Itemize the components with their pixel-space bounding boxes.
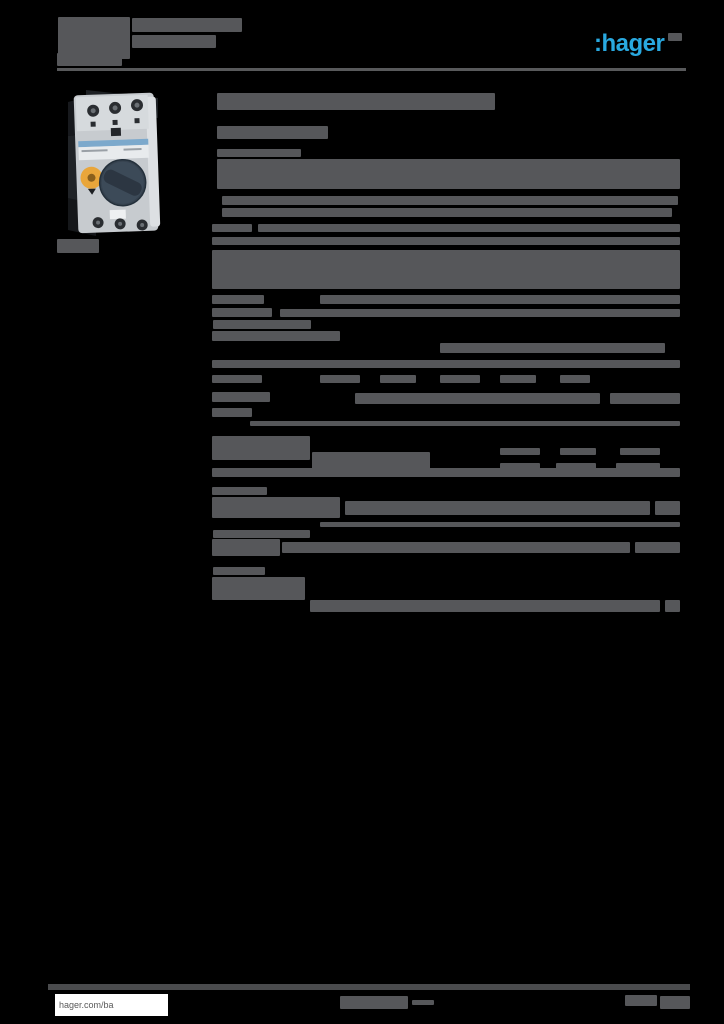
redacted-text-block bbox=[212, 436, 310, 460]
redacted-text-block bbox=[312, 452, 430, 472]
redacted-text-block bbox=[320, 375, 360, 383]
redacted-text-block bbox=[625, 995, 657, 1006]
redacted-text-block bbox=[217, 93, 495, 110]
redacted-text-block bbox=[212, 497, 340, 518]
redacted-text-block bbox=[665, 600, 680, 612]
redacted-text-block bbox=[57, 53, 122, 66]
redacted-text-block bbox=[57, 239, 99, 253]
redacted-text-block bbox=[412, 1000, 434, 1005]
redacted-text-block bbox=[320, 522, 680, 527]
redacted-text-block bbox=[440, 375, 480, 383]
footer-link-box: hager.com/ba bbox=[55, 994, 168, 1016]
redacted-text-block bbox=[132, 35, 216, 48]
redacted-text-block bbox=[213, 567, 265, 575]
redacted-text-block bbox=[212, 295, 264, 304]
product-photo bbox=[62, 88, 166, 238]
motor-protection-breaker-illustration bbox=[68, 90, 161, 236]
redacted-text-block bbox=[320, 295, 680, 304]
redacted-text-block bbox=[258, 224, 680, 232]
redacted-text-block bbox=[280, 309, 680, 317]
redacted-text-block bbox=[610, 393, 680, 404]
redacted-text-block bbox=[500, 448, 540, 455]
redacted-text-block bbox=[58, 17, 130, 59]
redacted-text-block bbox=[213, 530, 310, 538]
redacted-text-block bbox=[212, 375, 262, 383]
redacted-text-block bbox=[212, 360, 680, 368]
redacted-text-block bbox=[212, 308, 272, 317]
redacted-text-block bbox=[616, 463, 660, 470]
redacted-text-block bbox=[500, 463, 540, 470]
redacted-text-block bbox=[380, 375, 416, 383]
redacted-text-block bbox=[655, 501, 680, 515]
redacted-text-block bbox=[217, 149, 301, 157]
redacted-text-block bbox=[212, 408, 252, 417]
redacted-text-block bbox=[222, 208, 672, 217]
redacted-text-block bbox=[212, 392, 270, 402]
redacted-text-block bbox=[217, 159, 680, 189]
redacted-text-block bbox=[635, 542, 680, 553]
redacted-text-block bbox=[217, 126, 328, 139]
redacted-text-block bbox=[660, 996, 690, 1009]
redacted-text-block bbox=[213, 320, 311, 329]
redacted-text-block bbox=[440, 343, 665, 353]
redacted-text-block bbox=[345, 501, 650, 515]
redacted-text-block bbox=[310, 600, 660, 612]
redacted-text-block bbox=[212, 577, 305, 600]
redacted-text-block bbox=[212, 487, 267, 495]
hager-logo: :hager bbox=[594, 30, 665, 57]
redacted-text-block bbox=[556, 463, 596, 470]
redacted-text-block bbox=[212, 468, 680, 477]
redacted-text-block bbox=[212, 250, 680, 289]
redacted-text-block bbox=[560, 448, 596, 455]
redacted-text-block bbox=[212, 539, 280, 556]
redacted-text-block bbox=[560, 375, 590, 383]
redacted-text-block bbox=[355, 393, 600, 404]
redacted-text-block bbox=[212, 331, 340, 341]
footer-rule bbox=[48, 984, 690, 990]
redacted-text-block bbox=[500, 375, 536, 383]
redacted-text-block bbox=[132, 18, 242, 32]
redacted-text-block bbox=[340, 996, 408, 1009]
header-rule bbox=[57, 68, 686, 71]
redacted-text-block bbox=[222, 196, 678, 205]
footer-website-link[interactable]: hager.com/ba bbox=[59, 1000, 114, 1010]
redacted-text-block bbox=[620, 448, 660, 455]
redacted-text-block bbox=[212, 237, 680, 245]
redacted-text-block bbox=[282, 542, 630, 553]
redacted-text-block bbox=[212, 224, 252, 232]
redacted-text-block bbox=[250, 421, 680, 426]
